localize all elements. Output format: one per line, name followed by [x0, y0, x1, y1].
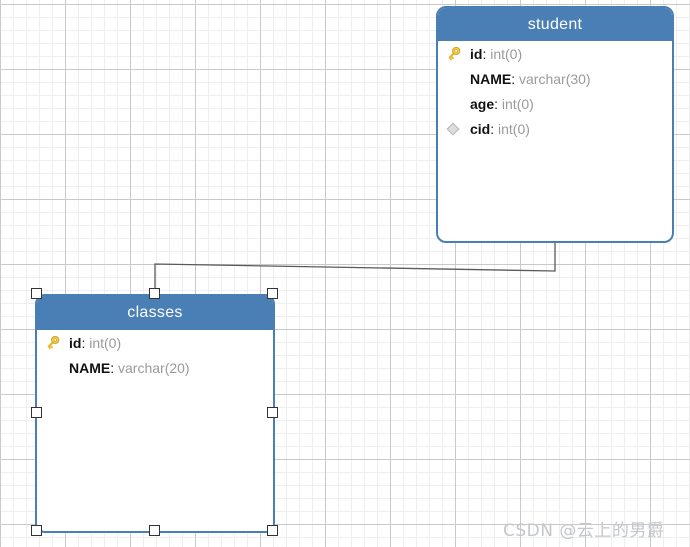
- attribute-label-student-id: id: int(0): [470, 45, 523, 62]
- handle-middle-right[interactable]: [267, 407, 278, 418]
- watermark: CSDN @云上的男爵: [503, 521, 665, 541]
- handle-top-left[interactable]: [31, 288, 42, 299]
- key-icon: [47, 335, 60, 349]
- relationship-connector-path: [154, 241, 556, 294]
- attribute-row-student-id[interactable]: id: int(0): [438, 41, 672, 66]
- attribute-label-student-age: age: int(0): [470, 95, 534, 112]
- entity-classes-attributes: id: int(0) NAME: varchar(20): [37, 330, 273, 380]
- entity-student-title-label: student: [527, 15, 583, 33]
- entity-student-attributes: id: int(0) NAME: varchar(30) age: int(0)…: [438, 41, 672, 141]
- attribute-label-classes-name: NAME: varchar(20): [69, 359, 190, 376]
- attribute-row-classes-name[interactable]: NAME: varchar(20): [37, 355, 273, 380]
- handle-bottom-left[interactable]: [31, 525, 42, 536]
- entity-student[interactable]: student id: int(0) NAME: varchar(30): [436, 6, 674, 243]
- handle-middle-left[interactable]: [31, 407, 42, 418]
- entity-classes-title-label: classes: [127, 304, 183, 321]
- attribute-label-student-cid: cid: int(0): [470, 120, 530, 137]
- handle-bottom-right[interactable]: [267, 525, 278, 536]
- handle-top-right[interactable]: [267, 288, 278, 299]
- entity-student-title[interactable]: student: [438, 8, 672, 41]
- attribute-row-student-name[interactable]: NAME: varchar(30): [438, 66, 672, 91]
- attribute-row-student-cid[interactable]: cid: int(0): [438, 116, 672, 141]
- attribute-row-student-age[interactable]: age: int(0): [438, 91, 672, 116]
- key-icon: [448, 46, 461, 60]
- handle-top-center[interactable]: [149, 288, 160, 299]
- entity-classes[interactable]: classes id: int(0) NAME: varchar(20): [35, 294, 275, 533]
- attribute-row-classes-id[interactable]: id: int(0): [37, 330, 273, 355]
- attribute-label-classes-id: id: int(0): [69, 334, 122, 351]
- attribute-label-student-name: NAME: varchar(30): [470, 70, 591, 87]
- entity-classes-title[interactable]: classes: [37, 296, 273, 330]
- diamond-icon: [446, 121, 460, 136]
- handle-bottom-center[interactable]: [149, 525, 160, 536]
